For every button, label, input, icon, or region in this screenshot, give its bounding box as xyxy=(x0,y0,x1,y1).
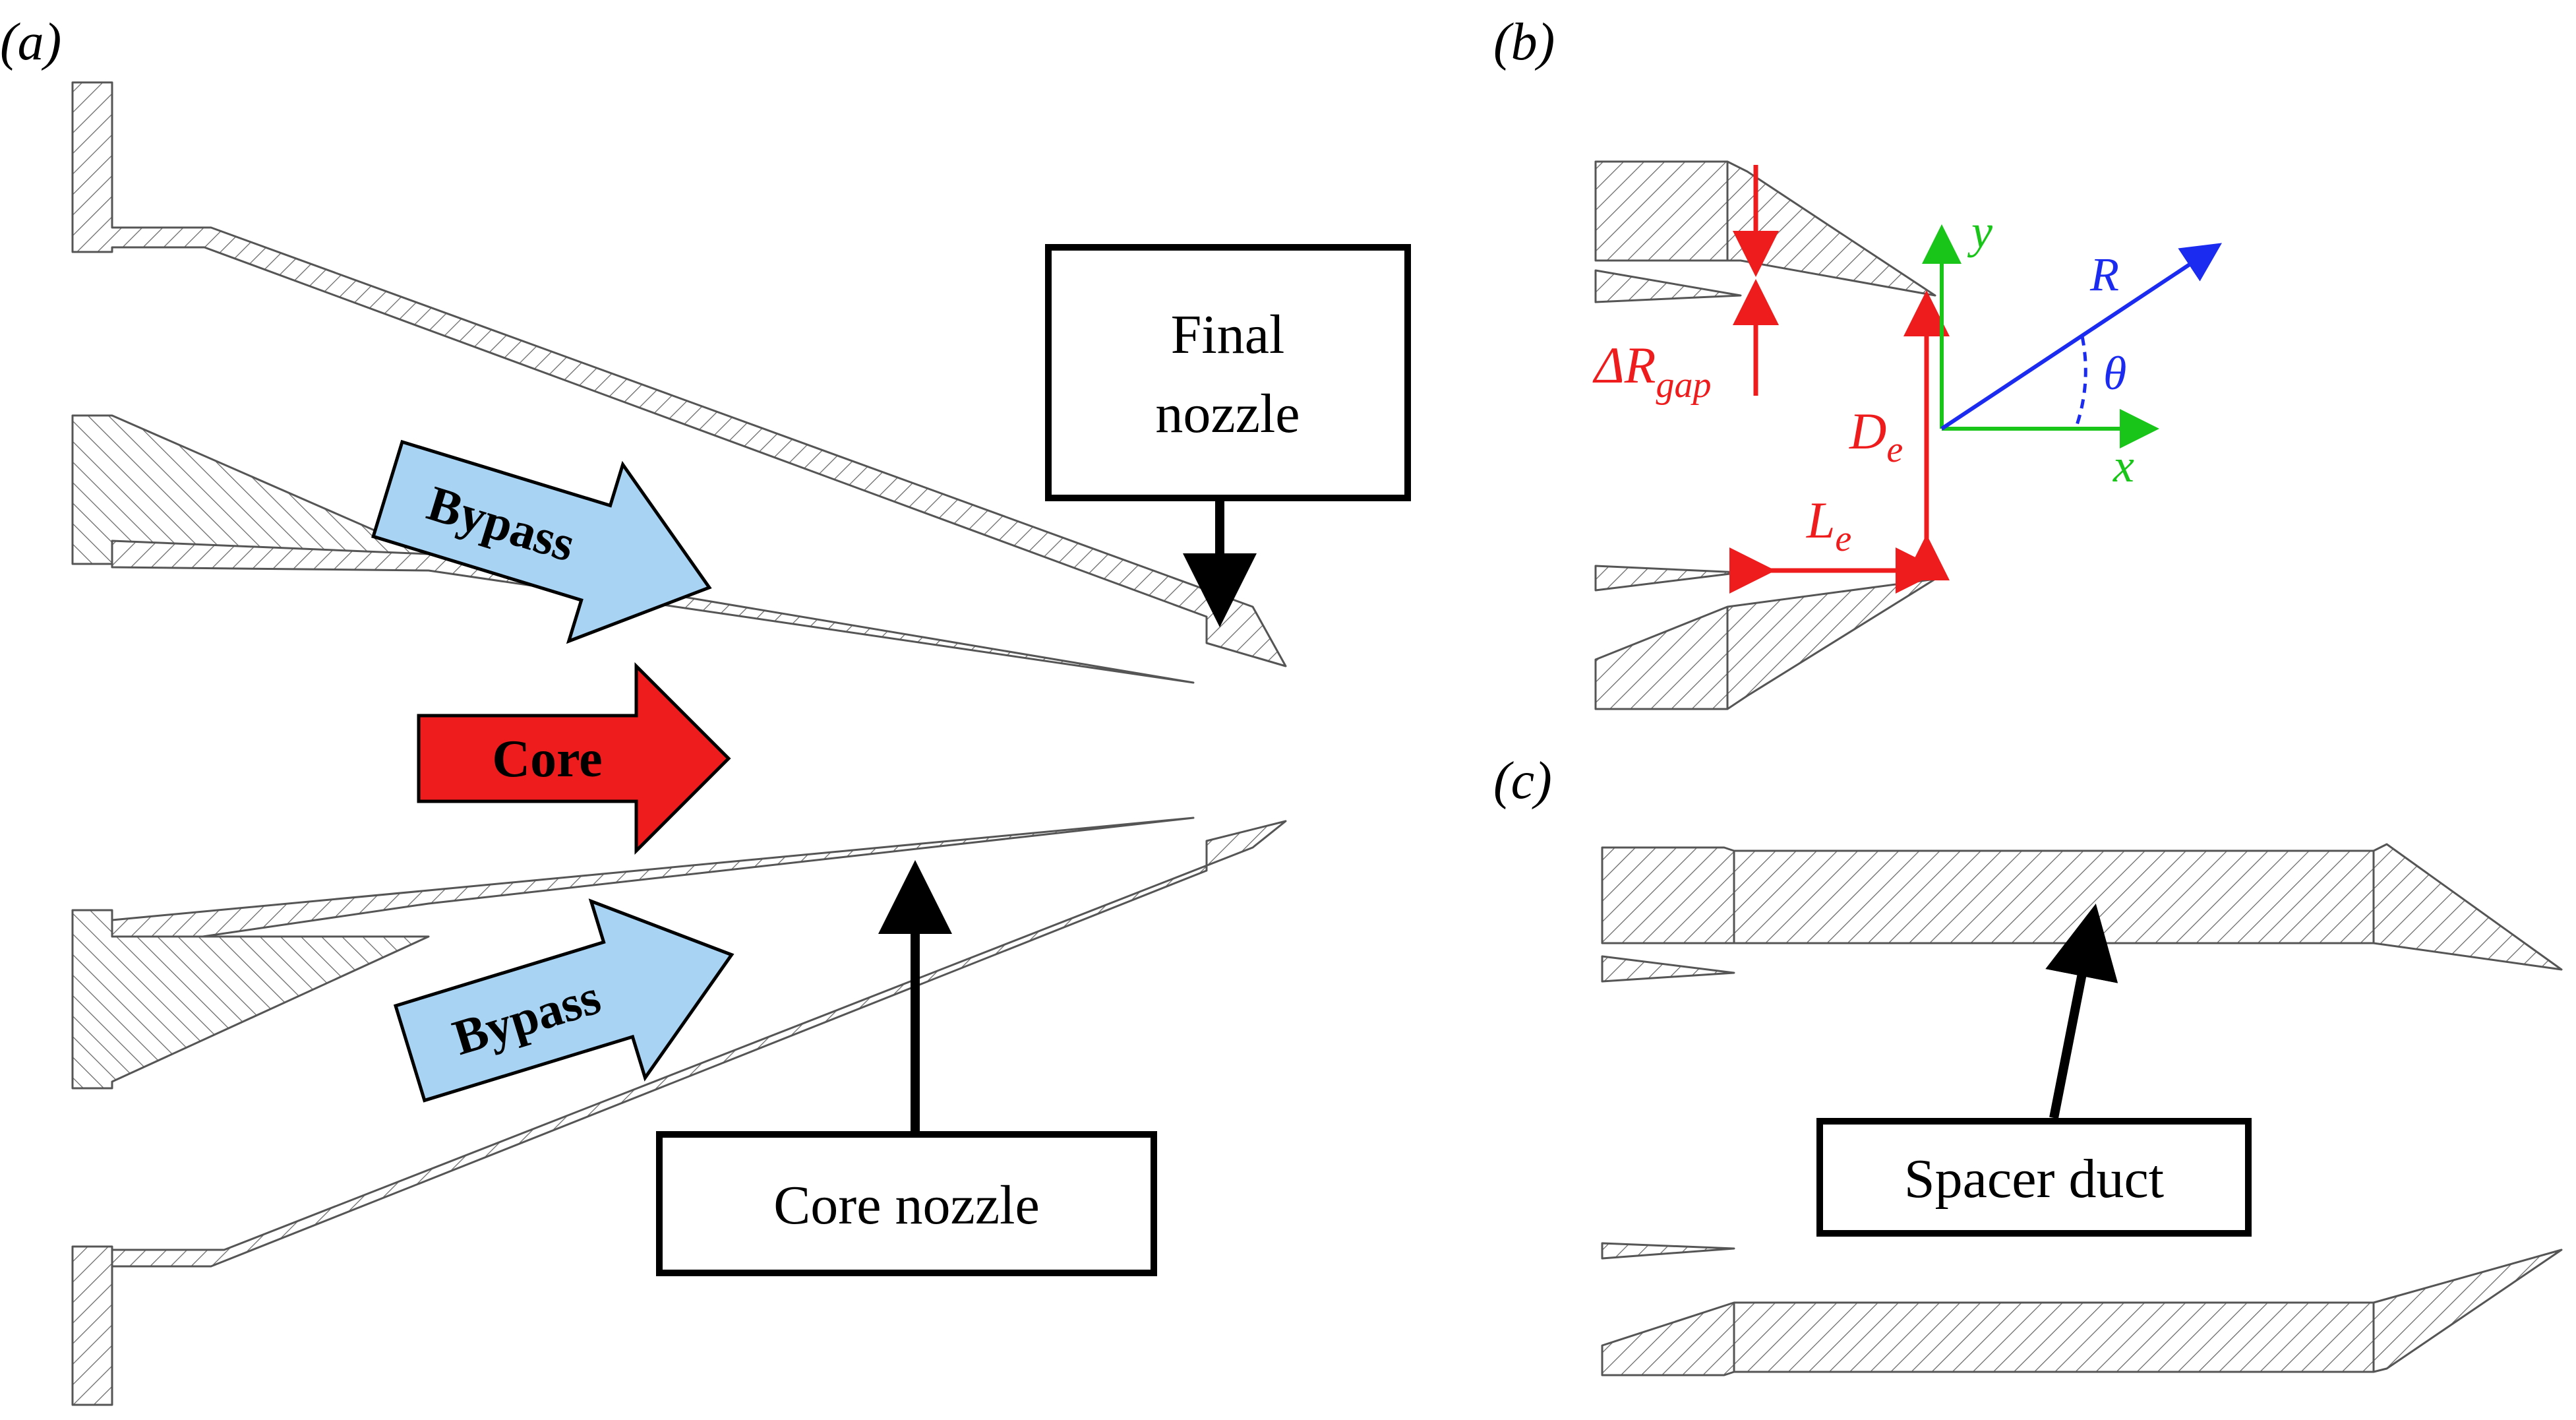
panel-a-label: (a) xyxy=(0,13,61,71)
final-nozzle-callout-box xyxy=(1045,244,1411,501)
spacer-duct-callout-label: Spacer duct xyxy=(1904,1148,2164,1210)
outer-casing-top xyxy=(71,81,1287,667)
spacer-duct-top xyxy=(1601,843,2563,971)
le-main: L xyxy=(1806,491,1835,549)
de-symbol: De xyxy=(1849,402,1903,470)
core-nozzle-callout-box xyxy=(656,1131,1157,1276)
outer-casing-bottom xyxy=(71,820,1287,1406)
panel-b-label: (b) xyxy=(1493,13,1555,71)
bypass-arrow-bottom: Bypass xyxy=(393,898,734,1103)
radius-vector xyxy=(1940,243,2223,431)
spacer-inner-cowl-top xyxy=(1601,955,1735,983)
spacer-duct-pointer xyxy=(2045,904,2118,1119)
y-axis-label: y xyxy=(1967,205,1992,258)
panel-c-label: (c) xyxy=(1493,752,1552,810)
spacer-inner-cowl-bottom xyxy=(1601,1242,1735,1260)
panel-a: (a) Bypass Core Bypass Final nozzl xyxy=(0,13,1411,1406)
theta-label: θ xyxy=(2103,347,2126,400)
radius-label: R xyxy=(2089,248,2119,301)
nozzle-lip-top xyxy=(1594,160,1936,297)
delta-r-main: ΔR xyxy=(1592,336,1656,394)
x-axis-label: x xyxy=(2112,439,2134,492)
bypass-arrow-top: Bypass xyxy=(371,439,712,644)
core-cowl-bottom-wedge xyxy=(71,909,430,1090)
panel-c: (c) Spacer duct xyxy=(1493,752,2563,1376)
inner-cowl-top xyxy=(1594,269,1742,303)
theta-arc xyxy=(2074,336,2087,429)
core-cowl-top xyxy=(111,540,1195,684)
nozzle-lip-bottom xyxy=(1594,578,1936,710)
panel-b: (b) ΔRgap De Le y x R θ xyxy=(1493,13,2223,710)
delta-r-subscript: gap xyxy=(1656,365,1711,406)
core-arrow: Core xyxy=(417,662,731,855)
core-label: Core xyxy=(492,730,602,788)
spacer-duct-bottom xyxy=(1601,1249,2563,1376)
de-main: D xyxy=(1849,402,1886,460)
delta-r-gap-symbol: ΔRgap xyxy=(1592,336,1711,406)
inner-cowl-bottom xyxy=(1594,565,1742,592)
final-nozzle-callout-line1: Final xyxy=(1171,304,1285,365)
le-subscript: e xyxy=(1835,518,1851,559)
le-symbol: Le xyxy=(1806,491,1851,559)
final-nozzle-callout-line2: nozzle xyxy=(1155,383,1300,445)
core-nozzle-callout-label: Core nozzle xyxy=(773,1175,1039,1236)
spacer-duct-callout-box xyxy=(1816,1118,2252,1237)
de-subscript: e xyxy=(1886,429,1903,470)
